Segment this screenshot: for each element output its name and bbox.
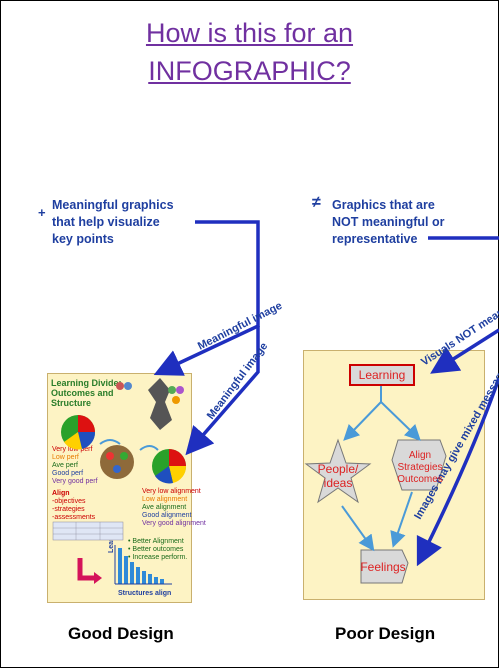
arrow-label-left-lower: Meaningful image <box>205 340 270 421</box>
small-curve-arrow <box>139 445 159 451</box>
pentagon-to-feelings-arrow <box>390 491 413 548</box>
pentagon-shape <box>391 439 447 491</box>
tree-arrow-left <box>343 423 361 441</box>
alignment-item: Low alignment <box>142 496 188 503</box>
heading-line-3: Structure <box>51 398 92 408</box>
feelings-label: Feelings <box>360 560 406 574</box>
arrow-label-left-upper: Meaningful image <box>196 300 284 353</box>
divide-image <box>116 378 184 430</box>
perf-list: Very low perf Low perf Ave perf Good per… <box>52 446 98 486</box>
left-note-line-2: that help visualize <box>52 215 160 229</box>
alignment-item: Ave alignment <box>142 504 187 511</box>
pie-chart-left <box>61 415 96 450</box>
outcome-item: • Increase perform. <box>128 554 188 561</box>
learning-box <box>349 364 415 386</box>
star-to-feelings-arrow <box>341 505 375 552</box>
outcome-item: • Better outcomes <box>128 546 184 553</box>
pie-chart-right <box>152 449 187 484</box>
red-arrow-icon <box>77 558 96 581</box>
perf-item: Very good perf <box>52 478 98 485</box>
left-connector-lower <box>185 326 260 456</box>
right-note-line-2: NOT meaningful or <box>332 215 445 229</box>
perf-item: Low perf <box>52 454 79 461</box>
alignment-item: Very good alignment <box>142 520 206 527</box>
bar-chart-thumbnail <box>114 545 172 585</box>
heading-line-1: Learning Divide: <box>51 378 122 388</box>
outcome-item: • Better Alignment <box>128 538 184 545</box>
left-note-line-3: key points <box>52 232 114 246</box>
poor-design-caption: Poor Design <box>335 624 436 643</box>
left-note: Meaningful graphics that help visualize … <box>52 197 174 248</box>
feelings-shape <box>360 549 409 584</box>
align-item: -strategies <box>52 506 85 513</box>
heading-line-2: Outcomes and <box>51 388 114 398</box>
star-shape <box>304 438 372 504</box>
small-curve-arrow <box>99 439 121 445</box>
not-equal-bullet: ≠ <box>312 194 321 211</box>
right-note-line-1: Graphics that are <box>332 198 435 212</box>
title-line-1: How is this for an <box>145 18 354 48</box>
people-label: People/ ideas <box>317 462 359 490</box>
alignment-list: Very low alignment Low alignment Ave ali… <box>142 488 206 528</box>
align-item: Align <box>52 490 70 497</box>
tree-connector <box>351 386 413 433</box>
left-note-line-1: Meaningful graphics <box>52 198 174 212</box>
perf-item: Good perf <box>52 470 84 477</box>
align-item: -assessments <box>52 514 96 521</box>
plus-bullet: + <box>38 205 46 220</box>
align-item: -objectives <box>52 498 86 505</box>
good-design-caption: Good Design <box>68 624 174 643</box>
people-circle-image <box>100 445 134 479</box>
align-label: Align Strategies Outcomes <box>397 450 443 485</box>
learning-label: Learning <box>358 368 406 382</box>
table-thumbnail <box>52 521 124 541</box>
red-arrow-head-icon <box>94 572 102 584</box>
align-list: Align -objectives -strategies -assessmen… <box>52 490 95 522</box>
perf-item: Very low perf <box>52 446 93 453</box>
right-connector-upper <box>430 328 499 374</box>
good-infographic-heading: Learning Divide: Outcomes and Structure <box>51 378 122 408</box>
right-note-line-3: representative <box>332 232 418 246</box>
right-connector-lower <box>416 377 499 567</box>
alignment-item: Good alignment <box>142 512 192 519</box>
title-line-2: INFOGRAPHIC? <box>148 56 351 86</box>
right-note: Graphics that are NOT meaningful or repr… <box>332 197 445 248</box>
tree-arrow-right <box>403 423 421 441</box>
perf-item: Ave perf <box>52 462 78 469</box>
alignment-item: Very low alignment <box>142 488 201 495</box>
outcomes-list: • Better Alignment • Better outcomes • I… <box>128 538 187 562</box>
left-connector-upper <box>153 220 260 376</box>
x-axis-label: Structures align <box>118 590 172 597</box>
